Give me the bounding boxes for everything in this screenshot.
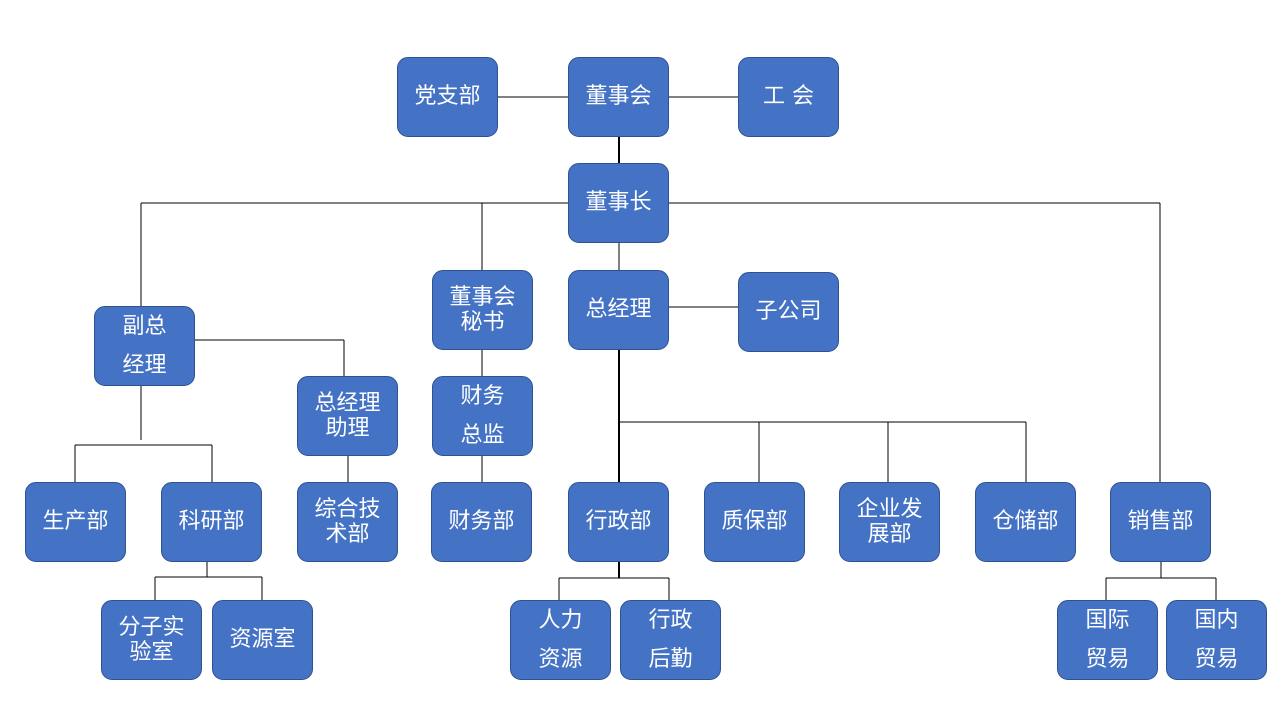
sales-dept-box: 销售部 <box>1110 482 1211 562</box>
human-resources-label-line2: 资源 <box>538 647 583 672</box>
domestic-trade-box: 国内 贸易 <box>1166 600 1267 680</box>
molecular-lab-label-line1: 分子实 <box>118 615 185 640</box>
international-trade-label-line1: 国际 <box>1085 608 1130 633</box>
admin-dept-label: 行政部 <box>585 509 652 534</box>
molecular-lab-label-line2: 验室 <box>129 640 174 665</box>
enterprise-dev-dept-label-line1: 企业发 <box>856 497 923 522</box>
rd-dept-box: 科研部 <box>161 482 262 562</box>
domestic-trade-label-line2: 贸易 <box>1194 647 1239 672</box>
production-dept-box: 生产部 <box>25 482 126 562</box>
admin-dept-box: 行政部 <box>568 482 669 562</box>
resource-room-box: 资源室 <box>212 600 313 680</box>
enterprise-dev-dept-box: 企业发 展部 <box>839 482 940 562</box>
warehouse-dept-box: 仓储部 <box>975 482 1076 562</box>
technical-dept-box: 综合技 术部 <box>297 482 398 562</box>
admin-logistics-box: 行政 后勤 <box>620 600 721 680</box>
domestic-trade-label-line1: 国内 <box>1194 608 1239 633</box>
technical-dept-label-line2: 术部 <box>325 522 370 547</box>
finance-dept-label: 财务部 <box>448 509 515 534</box>
chairman-box: 董事长 <box>568 163 669 243</box>
general-manager-label: 总经理 <box>585 297 652 322</box>
subsidiary-box: 子公司 <box>738 272 839 352</box>
party-branch-label: 党支部 <box>414 84 481 109</box>
admin-logistics-label-line2: 后勤 <box>648 647 693 672</box>
quality-dept-box: 质保部 <box>704 482 805 562</box>
human-resources-box: 人力 资源 <box>510 600 611 680</box>
gm-assistant-label-line1: 总经理 <box>314 391 381 416</box>
subsidiary-label: 子公司 <box>755 299 822 324</box>
board-of-directors-label: 董事会 <box>585 84 652 109</box>
resource-room-label: 资源室 <box>229 627 296 652</box>
board-secretary-label-line1: 董事会 <box>449 285 516 310</box>
finance-director-box: 财务 总监 <box>432 376 533 456</box>
sales-dept-label: 销售部 <box>1127 509 1194 534</box>
deputy-gm-box: 副总 经理 <box>94 306 195 386</box>
board-secretary-label-line2: 秘书 <box>460 310 505 335</box>
finance-dept-box: 财务部 <box>431 482 532 562</box>
labor-union-label: 工 会 <box>763 84 814 109</box>
deputy-gm-label-line1: 副总 <box>122 314 167 339</box>
general-manager-box: 总经理 <box>568 270 669 350</box>
gm-assistant-box: 总经理 助理 <box>297 376 398 456</box>
molecular-lab-box: 分子实 验室 <box>101 600 202 680</box>
board-of-directors-box: 董事会 <box>568 57 669 137</box>
deputy-gm-label-line2: 经理 <box>122 353 167 378</box>
finance-director-label-line1: 财务 <box>460 384 505 409</box>
board-secretary-box: 董事会 秘书 <box>432 270 533 350</box>
party-branch-box: 党支部 <box>397 57 498 137</box>
warehouse-dept-label: 仓储部 <box>992 509 1059 534</box>
rd-dept-label: 科研部 <box>178 509 245 534</box>
chairman-label: 董事长 <box>585 190 652 215</box>
enterprise-dev-dept-label-line2: 展部 <box>867 522 912 547</box>
technical-dept-label-line1: 综合技 <box>314 497 381 522</box>
gm-assistant-label-line2: 助理 <box>325 416 370 441</box>
international-trade-box: 国际 贸易 <box>1057 600 1158 680</box>
quality-dept-label: 质保部 <box>721 509 788 534</box>
labor-union-box: 工 会 <box>738 57 839 137</box>
international-trade-label-line2: 贸易 <box>1085 647 1130 672</box>
human-resources-label-line1: 人力 <box>538 608 583 633</box>
production-dept-label: 生产部 <box>42 509 109 534</box>
admin-logistics-label-line1: 行政 <box>648 608 693 633</box>
finance-director-label-line2: 总监 <box>460 423 505 448</box>
